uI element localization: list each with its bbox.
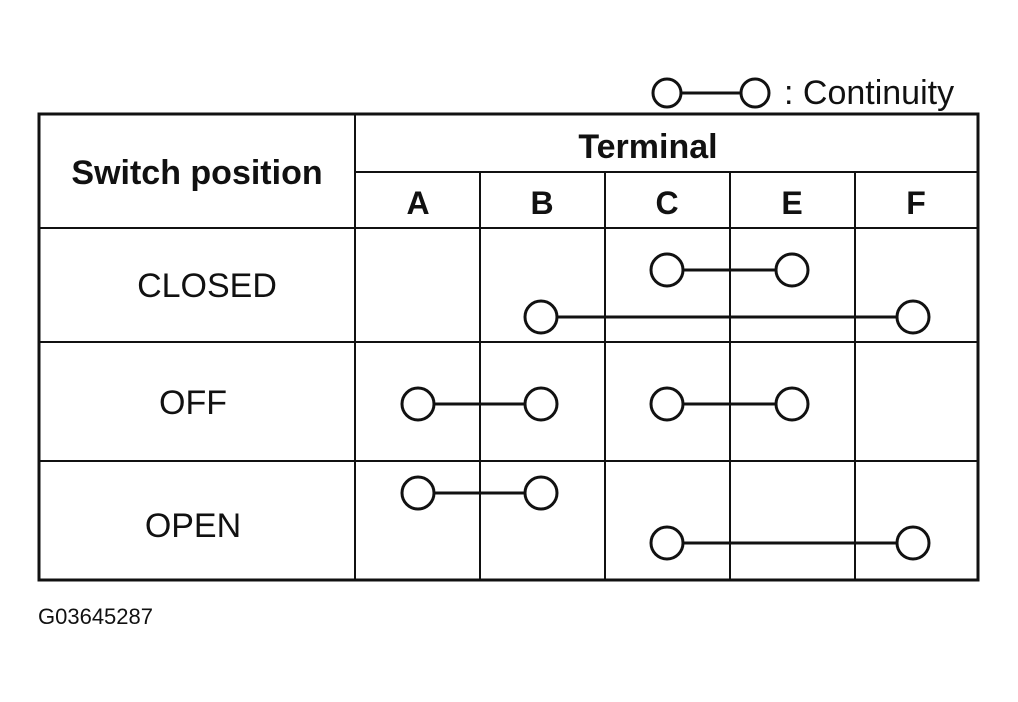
row-label-open: OPEN: [145, 507, 241, 545]
row-label-closed: CLOSED: [137, 267, 277, 305]
terminal-node-off-C: [649, 386, 685, 422]
legend-node-right: [739, 77, 771, 109]
terminal-node-open-B: [523, 475, 559, 511]
legend-node-left: [651, 77, 683, 109]
legend: : Continuity: [651, 74, 954, 112]
terminal-col-C: C: [655, 185, 678, 221]
terminal-node-open-F: [895, 525, 931, 561]
continuity-links: [400, 252, 931, 561]
terminal-node-closed-E: [774, 252, 810, 288]
terminal-node-closed-B: [523, 299, 559, 335]
terminal-col-B: B: [530, 185, 553, 221]
terminal-node-closed-C: [649, 252, 685, 288]
terminal-node-open-A: [400, 475, 436, 511]
terminal-node-open-C: [649, 525, 685, 561]
terminal-node-off-A: [400, 386, 436, 422]
terminal-col-E: E: [781, 185, 802, 221]
terminal-col-A: A: [406, 185, 429, 221]
terminal-node-off-B: [523, 386, 559, 422]
terminal-column-headers: A B C E F: [406, 185, 925, 221]
terminal-col-F: F: [906, 185, 926, 221]
terminal-header: Terminal: [578, 128, 717, 166]
switch-position-header: Switch position: [71, 154, 322, 192]
terminal-node-closed-F: [895, 299, 931, 335]
row-label-off: OFF: [159, 384, 227, 422]
figure-code: G03645287: [38, 604, 153, 629]
table-grid: [37, 112, 980, 582]
terminal-node-off-E: [774, 386, 810, 422]
table-border: [37, 112, 980, 582]
legend-label: : Continuity: [784, 74, 954, 112]
